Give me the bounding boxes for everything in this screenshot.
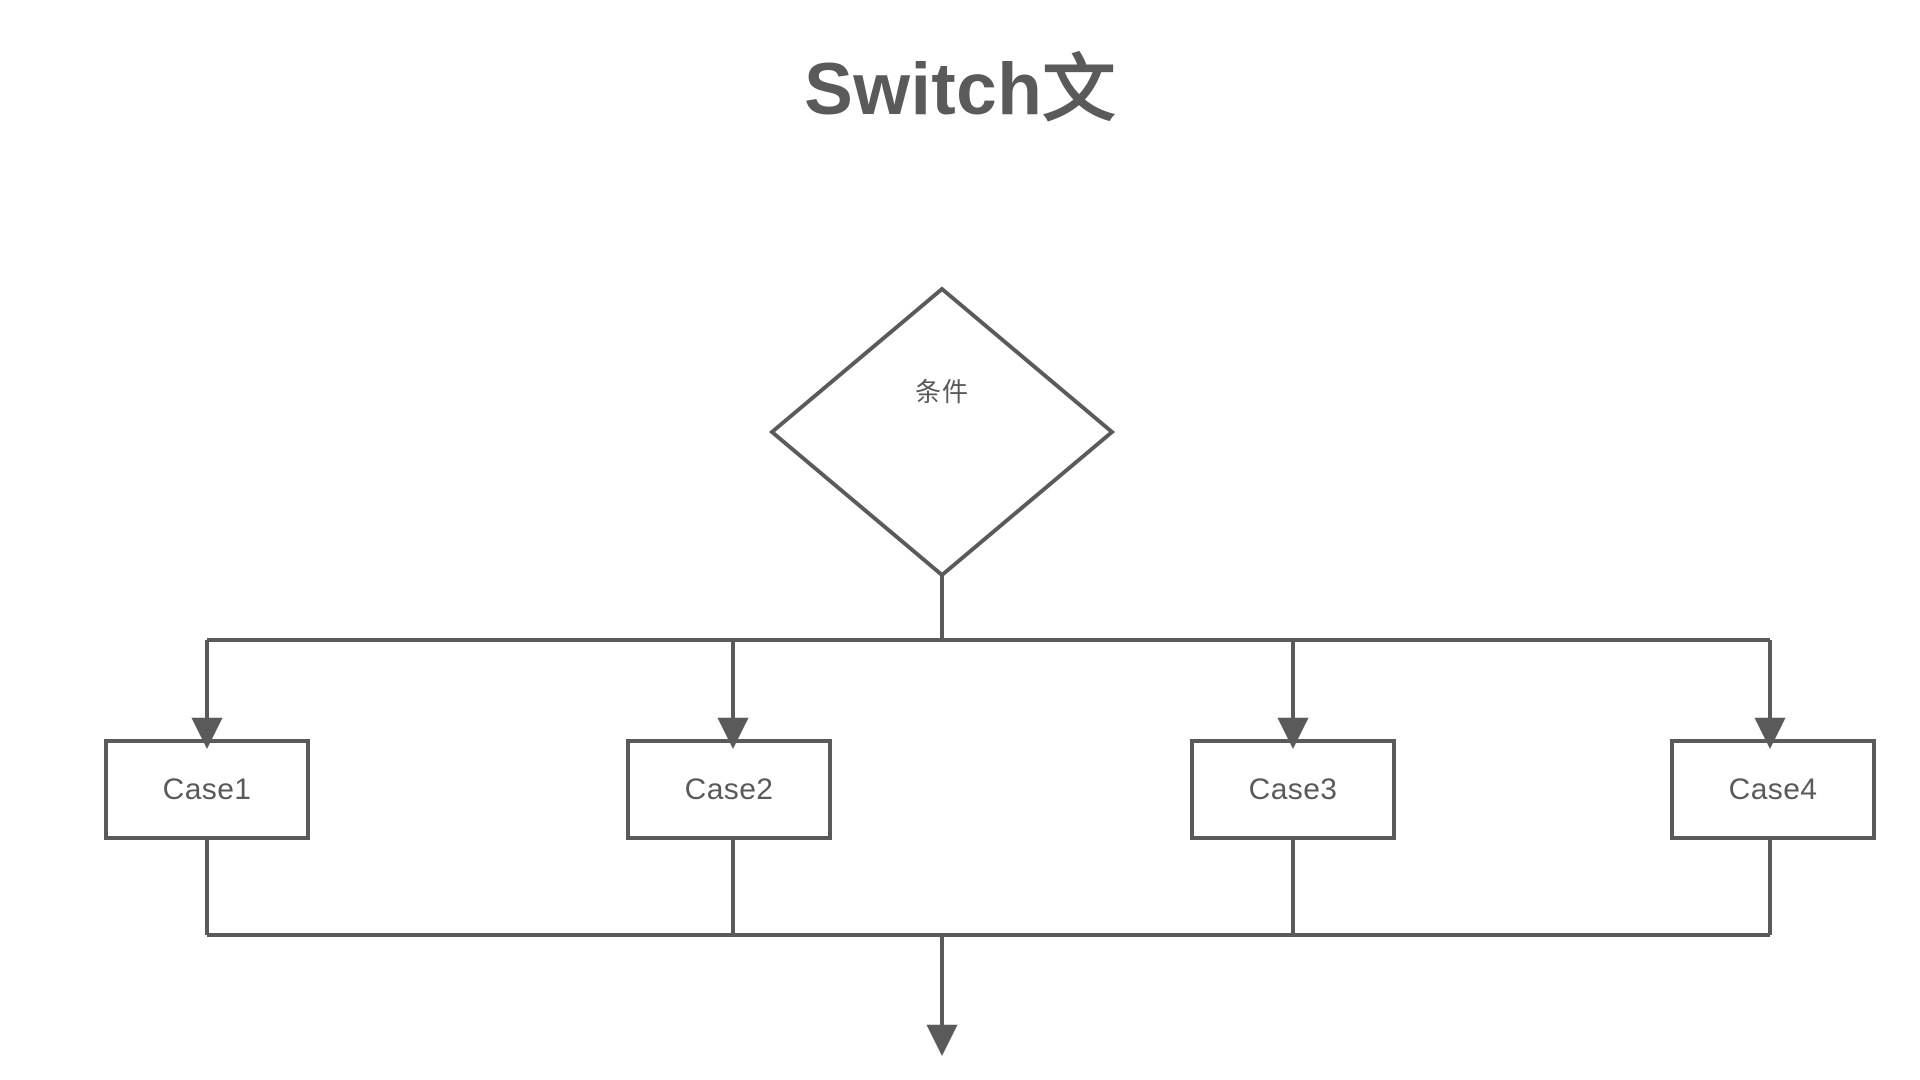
case-box-case1[interactable] (106, 741, 308, 838)
flowchart-shapes (104, 286, 1876, 1057)
case-box-case3 (1190, 739, 1396, 840)
condition-diamond[interactable] (772, 289, 1112, 575)
case-box-case2[interactable] (628, 741, 830, 838)
case-box-case1 (104, 739, 310, 840)
case-box-case4[interactable] (1672, 741, 1874, 838)
page-title: Switch文 (804, 49, 1116, 130)
case-box-case2 (626, 739, 832, 840)
case-box-case4 (1670, 739, 1876, 840)
case-box-case3[interactable] (1192, 741, 1394, 838)
